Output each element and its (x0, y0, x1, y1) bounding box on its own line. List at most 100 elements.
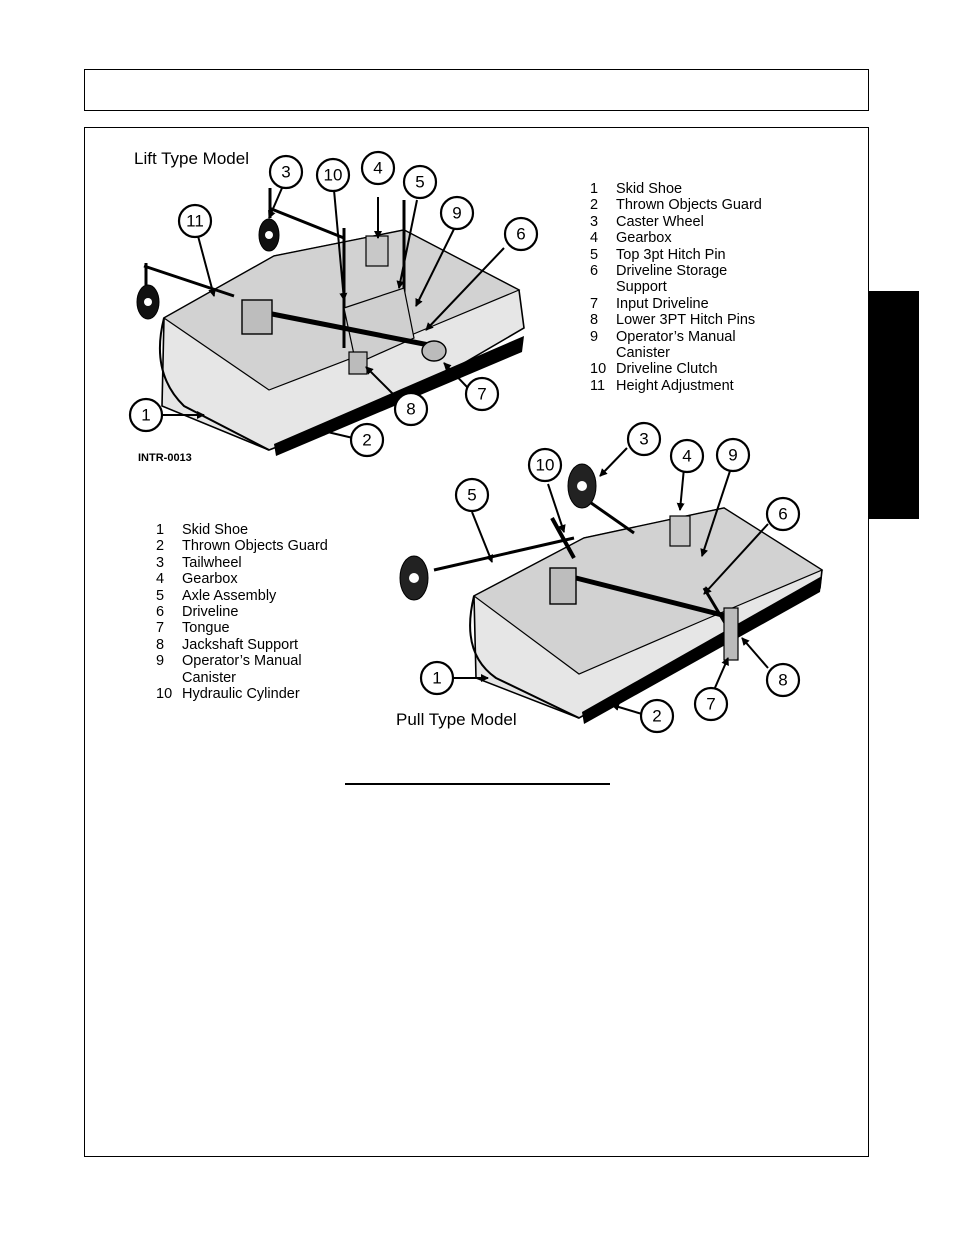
lift-callout-3-circle (268, 154, 304, 190)
pull-callout-6-circle (765, 496, 801, 532)
pull-legend-label: Tailwheel (182, 555, 242, 571)
lift-callout-4: 4 (373, 159, 382, 178)
lift-legend-number: 9 (590, 328, 599, 345)
lift-callout-circles (128, 150, 539, 458)
pull-legend-label-line: Axle Assembly (182, 587, 277, 604)
lift-legend-label-line: Input Driveline (616, 295, 709, 312)
pull-legend-label: Thrown Objects Guard (182, 538, 328, 554)
lift-legend-number: 4 (590, 230, 599, 247)
pull-legend-label: Driveline (182, 604, 238, 620)
pull-legend-label: Jackshaft Support (182, 637, 298, 653)
lift-legend-number: 1 (590, 181, 599, 197)
lift-callout-9-circle (439, 195, 475, 231)
lift-legend-number: 8 (590, 312, 599, 329)
pull-model-title: Pull Type Model (396, 710, 517, 729)
pull-legend-number: 5 (156, 587, 165, 604)
lift-callout-4-circle (360, 150, 396, 186)
content-box (84, 127, 869, 1157)
pull-legend-label: Skid Shoe (182, 522, 248, 538)
lift-callout-7: 7 (477, 385, 486, 404)
pull-legend-label: Axle Assembly (182, 588, 276, 604)
pull-legend-number: 4 (156, 571, 165, 588)
pull-callout-10-circle (527, 447, 563, 483)
pull-legend-number: 10 (156, 686, 173, 703)
lift-callout-6-circle (503, 216, 539, 252)
lift-callout-10-circle (315, 157, 351, 193)
pull-callout-9: 9 (728, 446, 737, 465)
lift-legend-label-line: Gearbox (616, 230, 672, 247)
lift-legend-label: Height Adjustment (616, 378, 734, 394)
lift-callout-11: 11 (186, 212, 204, 231)
pull-legend-label-line: Tongue (182, 620, 230, 637)
lift-callout-10: 10 (324, 166, 343, 185)
pull-callout-arrows (453, 447, 769, 715)
lift-legend-number: 3 (590, 213, 599, 230)
lift-model-title: Lift Type Model (134, 149, 249, 168)
lift-mower-drawing (136, 188, 525, 456)
pull-legend-label-line: Skid Shoe (182, 522, 249, 538)
pull-legend-item: 3 Tailwheel (156, 555, 328, 571)
lift-callout-2: 2 (362, 431, 371, 450)
section-tab (869, 291, 919, 519)
pull-legend-number: 2 (156, 538, 165, 555)
lift-callout-2-circle (349, 422, 385, 458)
section-rule (345, 783, 610, 785)
lift-legend-number: 10 (590, 361, 607, 378)
lift-legend-label: Skid Shoe (616, 181, 682, 197)
lift-callout-6: 6 (516, 225, 525, 244)
pull-legend-label-line: Operator’s Manual (182, 653, 302, 670)
pull-legend-item: 2 Thrown Objects Guard (156, 538, 328, 554)
lift-legend-label-line: Caster Wheel (616, 213, 704, 230)
figure-id: INTR-0013 (138, 452, 192, 464)
pull-legend-item: 8 Jackshaft Support (156, 637, 328, 653)
lift-legend-item: 4 Gearbox (590, 230, 762, 246)
pull-legend-label-line: Gearbox (182, 571, 238, 588)
lift-legend-number: 6 (590, 263, 599, 280)
lift-legend-item: 8 Lower 3PT Hitch Pins (590, 312, 762, 328)
lift-callout-1: 1 (141, 406, 150, 425)
lift-legend-number: 2 (590, 197, 599, 214)
pull-callout-1: 1 (432, 669, 441, 688)
lift-legend-label-line: Thrown Objects Guard (616, 197, 762, 214)
lift-legend-label-line: Canister (616, 345, 670, 362)
pull-legend-label: Tongue (182, 620, 230, 636)
pull-legend-number: 3 (156, 554, 165, 571)
pull-callout-5: 5 (467, 486, 476, 505)
page-header-box (84, 69, 869, 111)
pull-callout-9-circle (715, 437, 751, 473)
pull-legend-label-line: Jackshaft Support (182, 636, 299, 653)
pull-legend-number: 6 (156, 604, 165, 621)
pull-legend-label-line: Canister (182, 669, 236, 686)
lift-legend-label-line: Lower 3PT Hitch Pins (616, 312, 756, 329)
lift-legend-item: 3 Caster Wheel (590, 214, 762, 230)
lift-callout-3: 3 (281, 163, 290, 182)
pull-callout-5-circle (454, 477, 490, 513)
lift-callout-1-circle (128, 397, 164, 433)
pull-legend-label-line: Hydraulic Cylinder (182, 686, 300, 703)
lift-legend-number: 11 (590, 377, 606, 394)
lift-callout-7-circle (464, 376, 500, 412)
pull-callout-3-circle (626, 421, 662, 457)
pull-legend-item: 6 Driveline (156, 604, 328, 620)
pull-callout-3: 3 (639, 430, 648, 449)
pull-legend-number: 8 (156, 636, 165, 653)
lift-callout-5-circle (402, 164, 438, 200)
pull-legend-item: 4 Gearbox (156, 571, 328, 587)
lift-callout-8-circle (393, 391, 429, 427)
pull-legend-label-line: Tailwheel (182, 554, 242, 571)
lift-legend-item: 11 Height Adjustment (590, 378, 762, 394)
lift-legend-label: Lower 3PT Hitch Pins (616, 312, 755, 328)
lift-legend-label: Gearbox (616, 230, 672, 246)
lift-legend-item: 1 Skid Shoe (590, 181, 762, 197)
